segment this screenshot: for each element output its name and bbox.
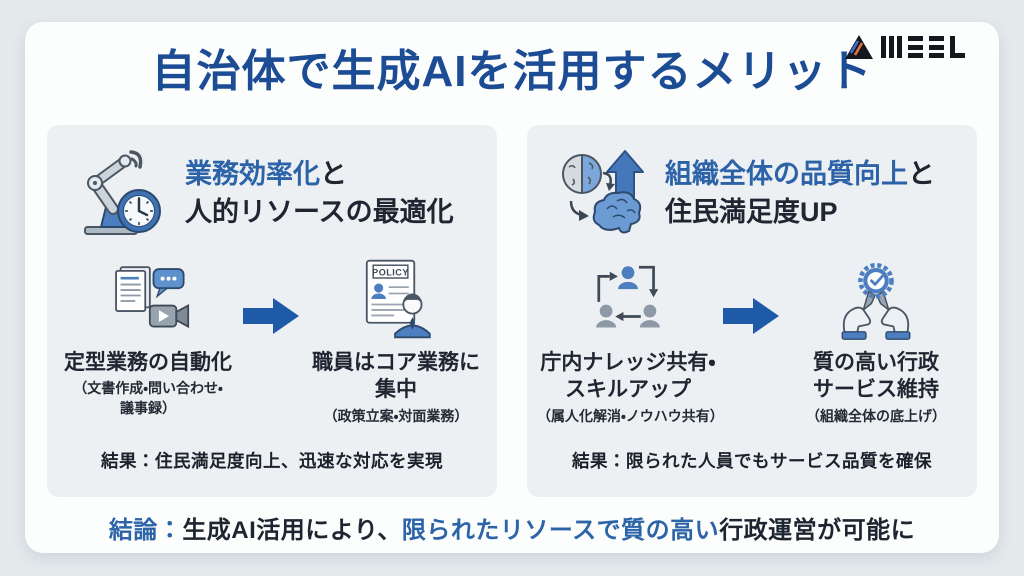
conclusion-segment: 結論： xyxy=(108,517,183,544)
slide-card: MEEL 自治体で生成AIを活用するメリット xyxy=(25,22,999,553)
brains-up-arrow-icon xyxy=(555,147,647,239)
panel-quality-result: 結果：限られた人員でもサービス品質を確保 xyxy=(572,451,932,471)
right-arrow-icon xyxy=(723,295,781,342)
flow-item-label: 庁内ナレッジ共有・ スキルアップ xyxy=(540,351,716,402)
flow-item-sublabel: （属人化解消・ノウハウ共有） xyxy=(537,407,724,424)
svg-text:POLICY: POLICY xyxy=(372,267,409,277)
flow-item-label: 定型業務の自動化 xyxy=(64,351,232,374)
flow-item-label: 質の高い行政 サービス維持 xyxy=(813,351,939,402)
panel-efficiency-flow: 定型業務の自動化 （文書作成・問い合わせ・ 議事録） POLICY xyxy=(57,257,487,426)
page-title: 自治体で生成AIを活用するメリット xyxy=(151,47,873,96)
panel-efficiency-result: 結果：住民満足度向上、迅速な対応を実現 xyxy=(101,451,443,471)
documents-chat-video-icon xyxy=(106,257,190,341)
conclusion-segment: 限られたリソースで質の高い xyxy=(401,517,720,544)
policy-person-icon: POLICY xyxy=(354,257,438,341)
heading-suffix-text: と xyxy=(320,158,347,189)
hands-award-icon xyxy=(834,257,918,341)
flow-item-label: 職員はコア業務に 集中 xyxy=(312,351,480,402)
conclusion-segment: 生成AI活用により、 xyxy=(182,517,402,544)
heading-line2-text: 住民満足度UP xyxy=(665,197,838,227)
meel-logo-triangle-icon xyxy=(845,35,873,59)
panel-quality-header: 組織全体の品質向上と 住民満足度UP xyxy=(537,139,967,243)
flow-item-automation: 定型業務の自動化 （文書作成・問い合わせ・ 議事録） xyxy=(57,257,239,418)
conclusion-segment: 行政運営が可能に xyxy=(719,517,916,544)
robot-arm-clock-icon xyxy=(75,147,167,239)
right-arrow-icon xyxy=(243,295,301,342)
flow-item-service-quality: 質の高い行政 サービス維持 （組織全体の底上げ） xyxy=(785,257,967,426)
heading-accent-text: 組織全体の品質向上 xyxy=(665,158,908,189)
heading-suffix-text: と xyxy=(908,158,935,189)
heading-line2-text: 人的リソースの最適化 xyxy=(185,197,454,227)
flow-item-core-work: POLICY xyxy=(305,257,487,426)
panel-efficiency-title: 業務効率化と 人的リソースの最適化 xyxy=(185,155,454,232)
logo-letters xyxy=(881,36,965,58)
panel-efficiency: 業務効率化と 人的リソースの最適化 xyxy=(47,125,497,497)
heading-accent-text: 業務効率化 xyxy=(185,158,320,189)
panel-quality-flow: 庁内ナレッジ共有・ スキルアップ （属人化解消・ノウハウ共有） xyxy=(537,257,967,426)
panel-quality-title: 組織全体の品質向上と 住民満足度UP xyxy=(665,155,935,232)
panel-quality: 組織全体の品質向上と 住民満足度UP xyxy=(527,125,977,497)
meel-logo: MEEL xyxy=(844,32,965,62)
flow-item-sublabel: （文書作成・問い合わせ・ 議事録） xyxy=(73,380,223,416)
conclusion: 結論：生成AI活用により、限られたリソースで質の高い行政運営が可能に xyxy=(25,510,999,545)
people-share-icon xyxy=(586,257,670,341)
flow-item-knowledge-sharing: 庁内ナレッジ共有・ スキルアップ （属人化解消・ノウハウ共有） xyxy=(537,257,724,426)
flow-item-sublabel: （組織全体の底上げ） xyxy=(806,407,946,424)
benefit-panels: 業務効率化と 人的リソースの最適化 xyxy=(25,125,999,497)
panel-efficiency-header: 業務効率化と 人的リソースの最適化 xyxy=(57,139,487,243)
flow-item-sublabel: （政策立案・対面業務） xyxy=(323,407,469,424)
